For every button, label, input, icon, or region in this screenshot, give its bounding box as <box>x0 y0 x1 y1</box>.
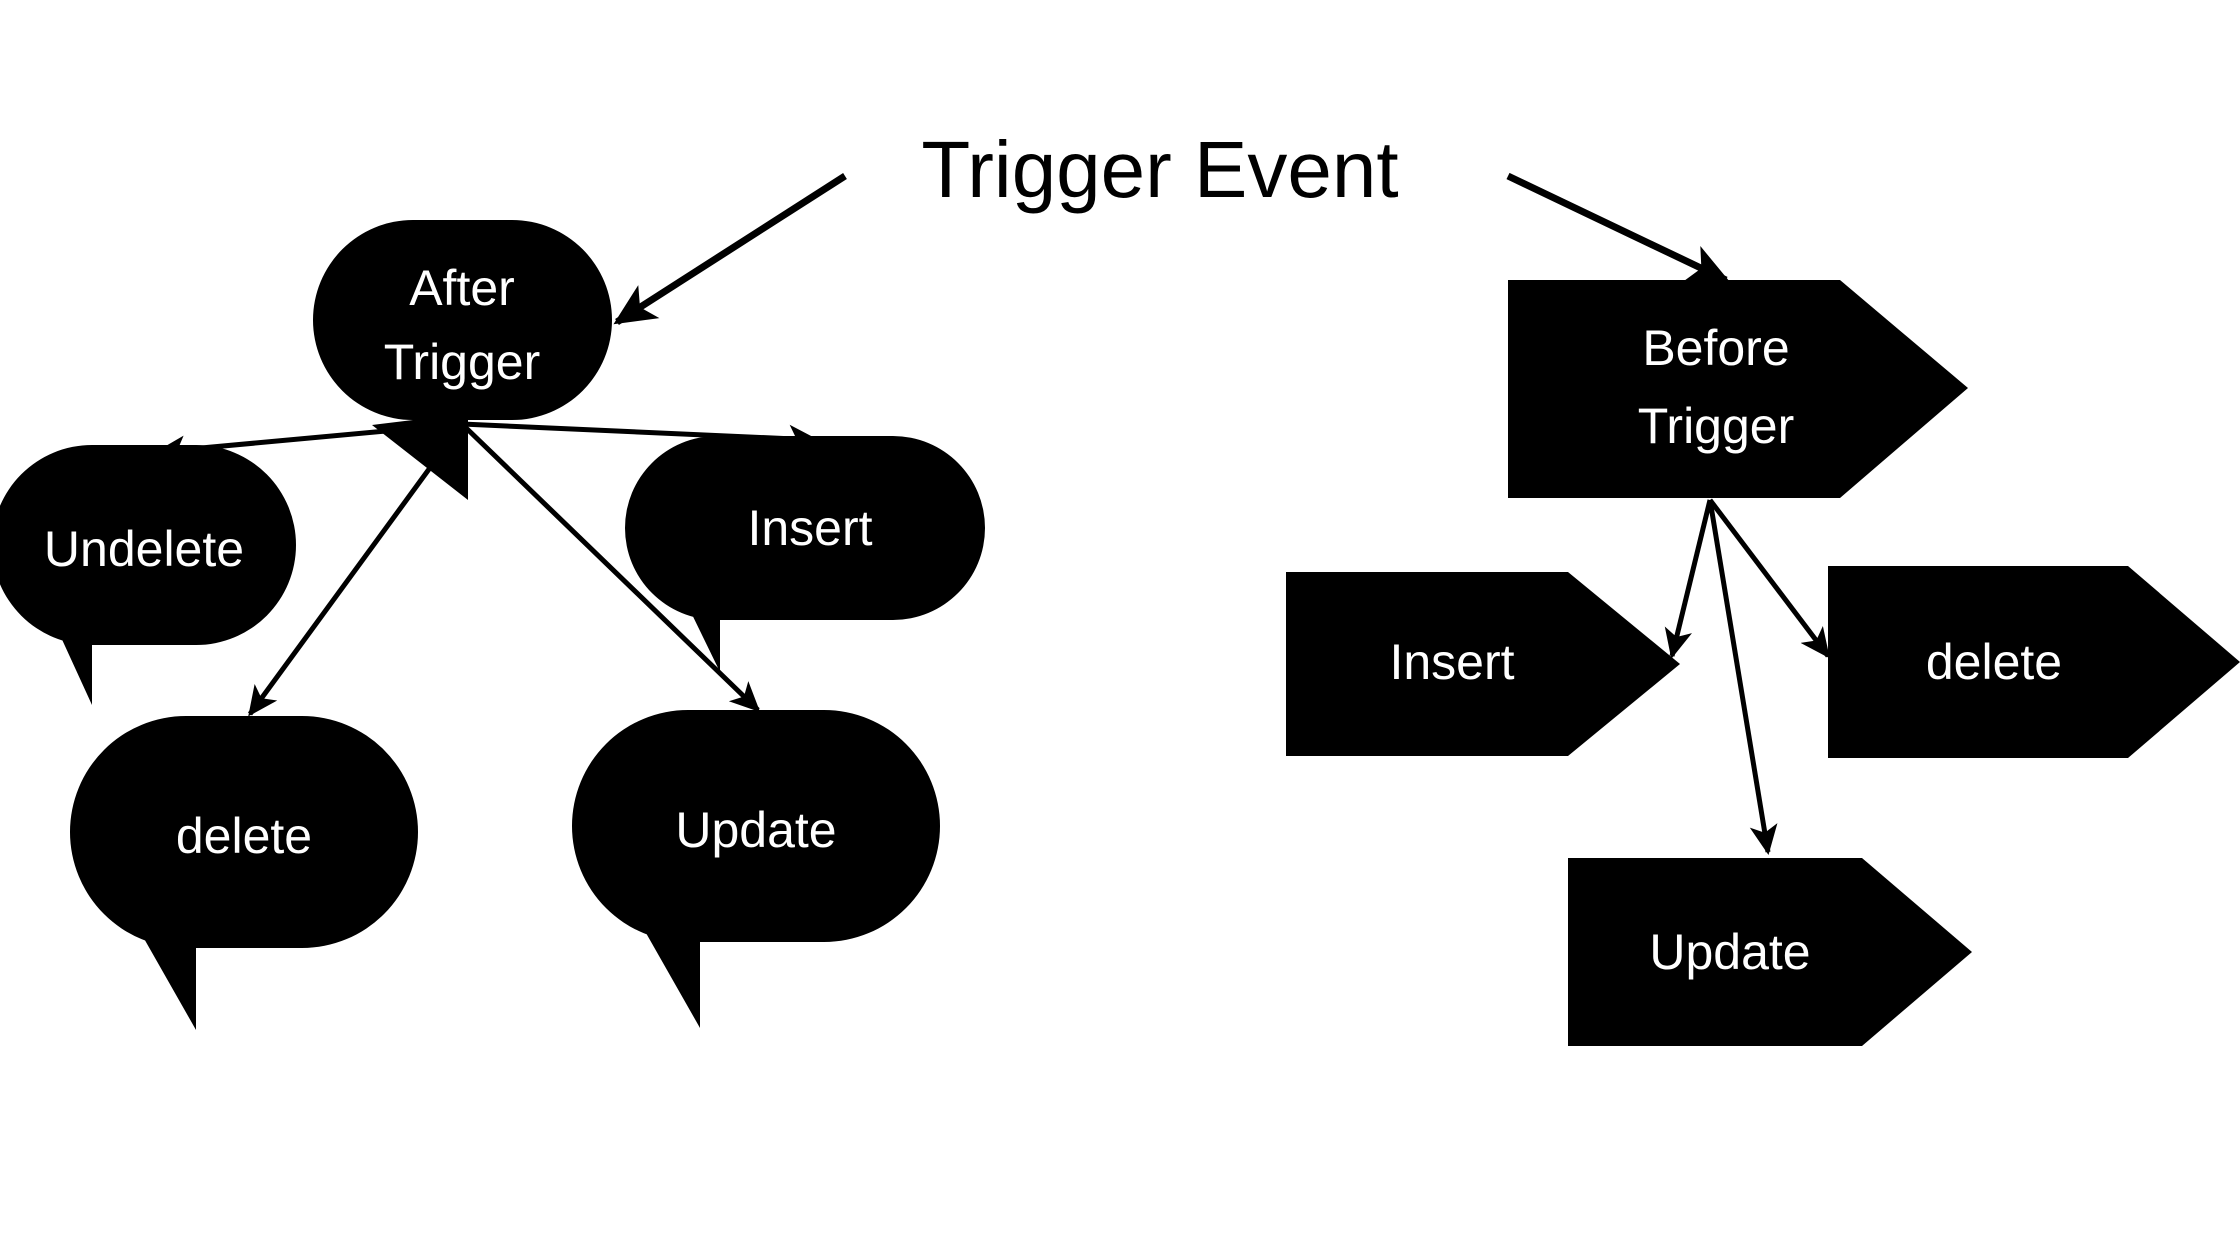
before-update-arrow-shape <box>1568 858 1972 1046</box>
before-update-label: Update <box>1649 924 1810 980</box>
after-trigger-label-line1: After <box>409 260 515 316</box>
after-undelete-node[interactable]: Undelete <box>0 445 296 705</box>
before-trigger-arrow-shape <box>1508 280 1968 498</box>
undelete-label: Undelete <box>44 521 244 577</box>
edge-title-to-after-trigger <box>613 173 847 325</box>
before-delete-arrow-shape <box>1828 566 2240 758</box>
edge-before-to-insert <box>1664 499 1713 659</box>
after-delete-node[interactable]: delete <box>70 716 418 1030</box>
edge-after-to-update <box>460 422 761 713</box>
before-trigger-label-line2: Trigger <box>1638 398 1795 454</box>
before-delete-label: delete <box>1926 634 2062 690</box>
insert-bubble-shape <box>625 436 985 672</box>
page-title: Trigger Event <box>921 125 1398 214</box>
after-trigger-node[interactable]: After Trigger <box>313 220 612 500</box>
after-trigger-bubble-shape <box>313 220 612 500</box>
before-insert-label: Insert <box>1389 634 1514 690</box>
edge-title-to-before-trigger <box>1506 172 1730 284</box>
after-update-node[interactable]: Update <box>572 710 940 1028</box>
after-trigger-label-line2: Trigger <box>384 334 541 390</box>
edge-before-to-update <box>1707 499 1778 855</box>
update-label: Update <box>675 802 836 858</box>
before-trigger-node[interactable]: Before Trigger <box>1508 280 1968 498</box>
delete-bubble-shape <box>70 716 418 1030</box>
insert-label: Insert <box>747 500 872 556</box>
before-delete-node[interactable]: delete <box>1828 566 2240 758</box>
before-insert-arrow-shape <box>1286 572 1680 756</box>
before-insert-node[interactable]: Insert <box>1286 572 1680 756</box>
delete-label: delete <box>176 808 312 864</box>
edge-before-to-delete <box>1708 498 1830 659</box>
undelete-bubble-shape <box>0 445 296 705</box>
before-trigger-label-line1: Before <box>1642 320 1789 376</box>
update-bubble-shape <box>572 710 940 1028</box>
after-insert-node[interactable]: Insert <box>625 436 985 672</box>
before-update-node[interactable]: Update <box>1568 858 1972 1046</box>
edge-after-to-delete <box>247 422 465 717</box>
